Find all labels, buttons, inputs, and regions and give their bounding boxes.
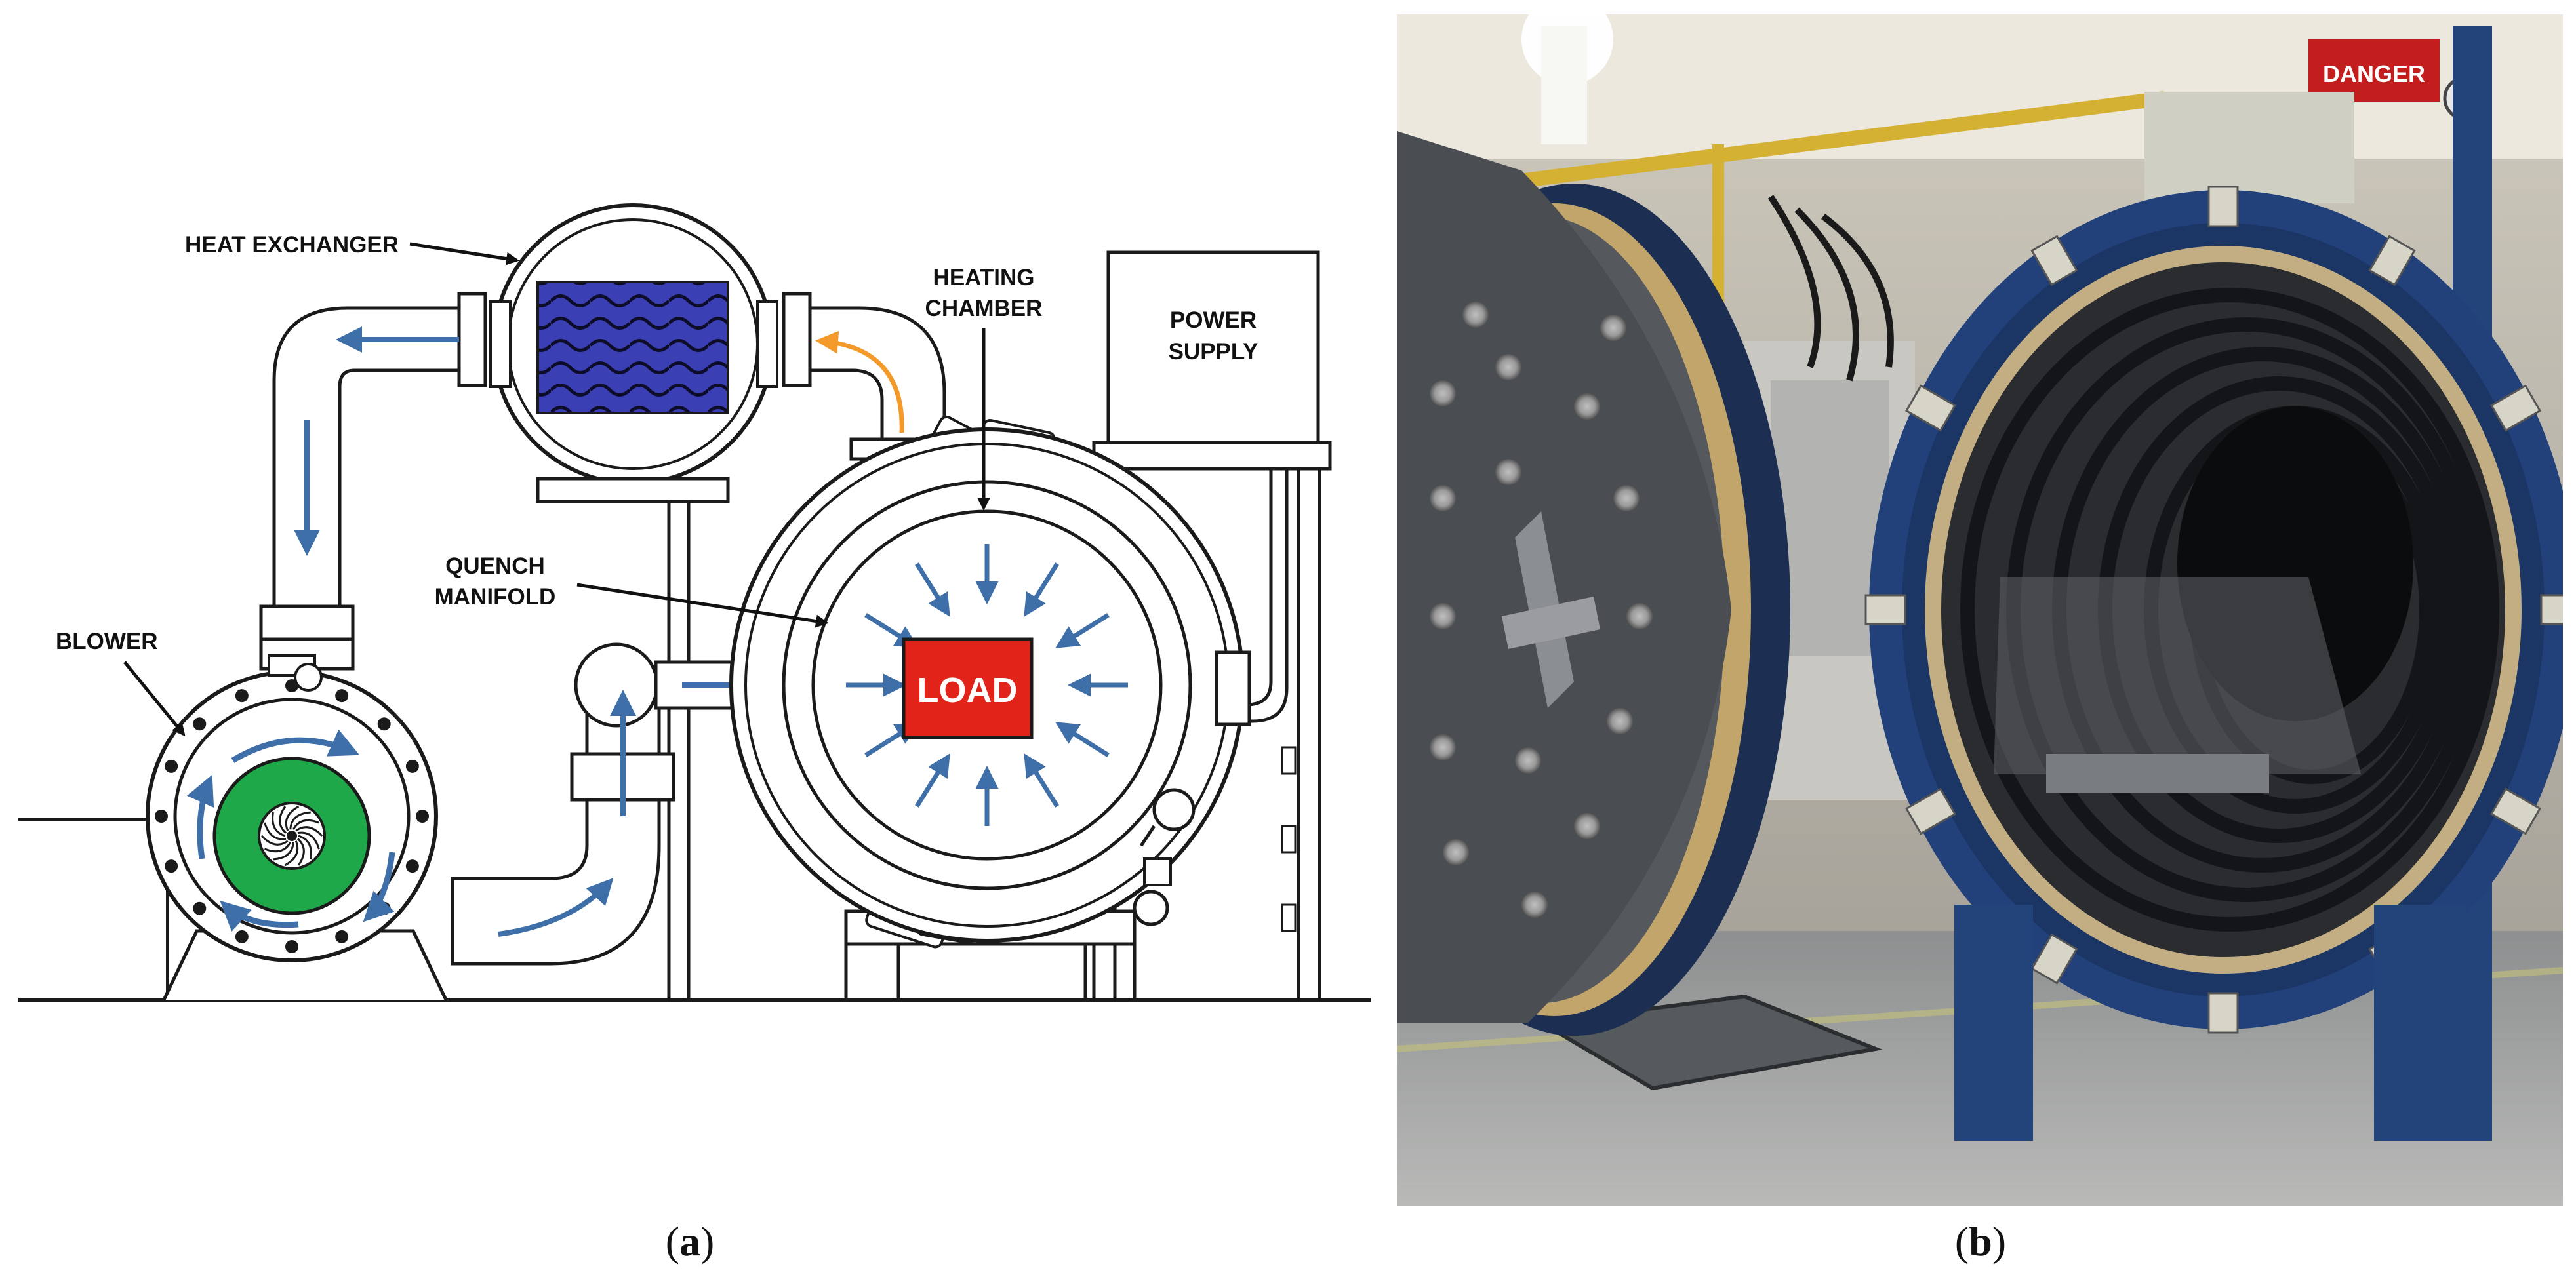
caption-a-letter: a: [679, 1218, 700, 1265]
caption-b: (b): [1955, 1218, 2006, 1265]
heating-chamber-label-line2: CHAMBER: [925, 296, 1043, 321]
base-plate: [18, 818, 169, 1000]
blower: [146, 654, 448, 1001]
load-block: [902, 637, 1034, 739]
panel-a-schematic: LOAD HEAT EXCHANGER HEATING CHAMBER: [18, 203, 1371, 1002]
svg-text:(a): (a): [666, 1218, 715, 1265]
caption-a: (a): [666, 1218, 715, 1265]
return-pipe: [259, 292, 487, 671]
blower-bolts: [155, 679, 429, 953]
heating-chamber: LOAD: [729, 415, 1251, 1000]
heat-exchanger-label: HEAT EXCHANGER: [185, 232, 399, 258]
caption-b-letter: b: [1969, 1218, 1992, 1265]
power-supply-label-line2: SUPPLY: [1169, 339, 1258, 365]
danger-sign: DANGER: [2323, 60, 2425, 87]
load-label: LOAD: [917, 671, 1018, 710]
power-supply: [1092, 250, 1332, 1000]
panel-b-photo: DANGER: [1397, 14, 2563, 1206]
heating-chamber-label-line1: HEATING: [933, 265, 1035, 290]
blower-label: BLOWER: [56, 629, 158, 654]
svg-text:(b): (b): [1955, 1218, 2006, 1265]
quench-manifold-label-line2: MANIFOLD: [435, 584, 556, 610]
quench-manifold-label-line1: QUENCH: [445, 553, 545, 579]
furnace-door: [1397, 131, 1790, 1036]
power-supply-label-line1: POWER: [1170, 307, 1257, 333]
heat-exchanger: [489, 203, 778, 1000]
furnace-vessel: [1864, 26, 2563, 1141]
